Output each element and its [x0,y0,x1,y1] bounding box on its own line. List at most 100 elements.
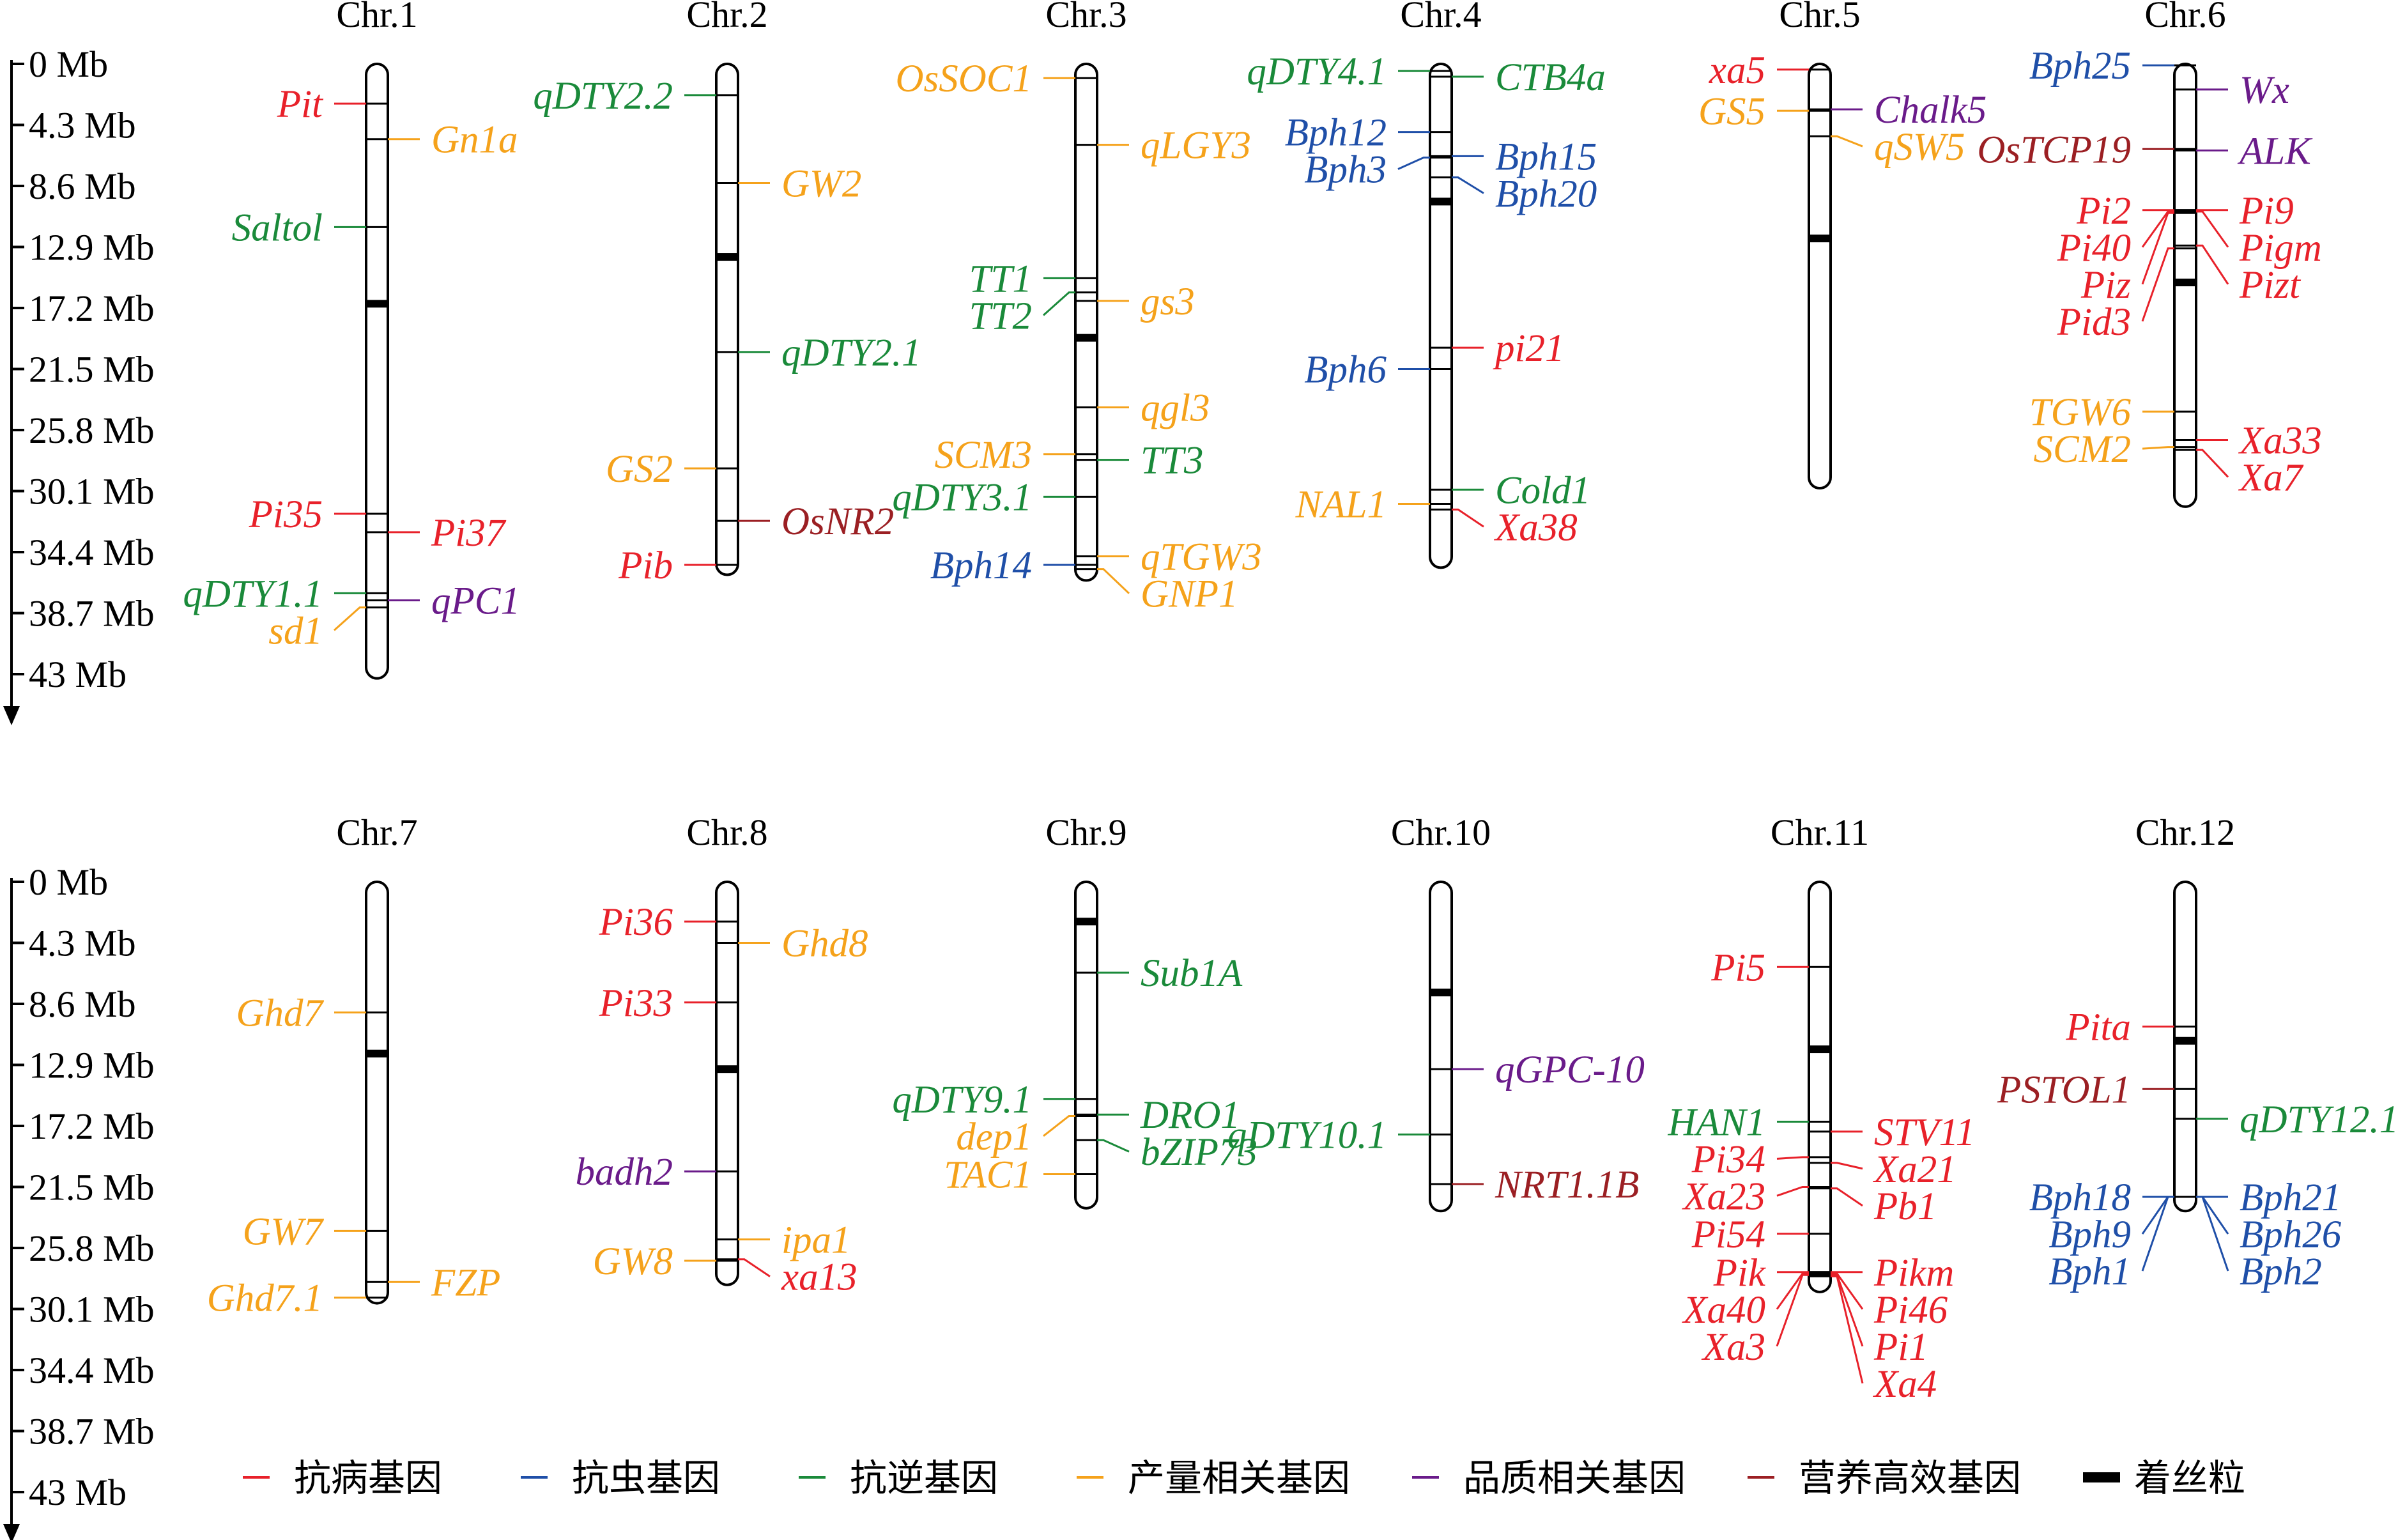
legend: 抗病基因抗虫基因抗逆基因产量相关基因品质相关基因营养高效基因着丝粒 [243,1456,2245,1500]
gene-label: Bph26 [2240,1213,2342,1256]
gene-leader-line [1043,1114,1075,1137]
chromosome-title: Chr.3 [1045,0,1126,35]
gene-label: Bph6 [1304,349,1387,392]
gene-label: gs3 [1141,281,1195,323]
gene-label: xa13 [781,1256,857,1299]
gene-label: Pita [2065,1006,2131,1049]
gene-label: Pb1 [1873,1185,1937,1228]
axis-tick-label: 43 Mb [29,654,127,695]
gene-label: Chalk5 [1874,89,1987,132]
gene-label: OsSOC1 [895,58,1032,100]
gene-label: SCM2 [2034,428,2132,471]
gene-label: Pid3 [2057,301,2131,344]
legend-label: 抗逆基因 [850,1456,998,1500]
gene-label: CTB4a [1495,56,1606,99]
axis-tick-label: 34.4 Mb [29,532,155,573]
gene-label: Pi37 [431,512,507,555]
gene-label: xa5 [1709,49,1765,92]
centromere-mark [2175,1036,2195,1045]
centromere-mark [367,300,387,308]
gene-leader-line [1831,1274,1864,1347]
axis-tick-label: 0 Mb [29,861,108,903]
chromosome-title: Chr.2 [686,0,767,35]
chromosome-title: Chr.4 [1400,0,1481,35]
gene-label: Gn1a [431,119,518,162]
axis-tick-label: 34.4 Mb [29,1350,155,1391]
gene-label: Xa23 [1681,1175,1765,1218]
centromere-mark [1810,235,1830,243]
axis-tick-label: 4.3 Mb [29,105,136,146]
gene-label: Cold1 [1495,469,1590,512]
gene-label: TGW6 [2029,391,2132,434]
centromere-mark [1076,334,1096,342]
axis-tick-label: 21.5 Mb [29,1167,155,1208]
gene-label: TT1 [969,258,1032,300]
chromosome-body [715,63,739,576]
gene-label: GW2 [781,163,861,206]
gene-label: badh2 [576,1151,673,1194]
gene-label: STV11 [1874,1111,1975,1154]
centromere-mark [1431,989,1451,997]
gene-leader-line [2196,1196,2229,1272]
gene-leader-line [2141,1196,2174,1235]
axis-tick-label: 30.1 Mb [29,1289,155,1330]
axis-tick-label: 30.1 Mb [29,471,155,512]
gene-label: qSW5 [1874,126,1965,169]
gene-leader-line [2141,210,2174,248]
axis-arrow-icon [3,1524,20,1540]
gene-label: Xa33 [2238,420,2322,463]
gene-label: qDTY2.1 [781,332,921,374]
chromosome-title: Chr.1 [336,0,417,35]
gene-label: Pi36 [599,901,673,944]
gene-label: Bph18 [2029,1176,2131,1219]
gene-label: Bph12 [1285,112,1387,155]
gene-label: Ghd7 [236,992,324,1035]
gene-label: Bph15 [1495,135,1597,178]
gene-label: Xa38 [1493,506,1578,549]
gene-leader-line [333,606,366,631]
chromosome-title: Chr.6 [2144,0,2225,35]
gene-leader-line [1831,135,1863,148]
gene-label: qPC1 [431,580,520,623]
axis-tick-label: 43 Mb [29,1472,127,1513]
chromosome-body [1429,63,1453,569]
gene-label: Xa40 [1681,1289,1765,1332]
gene-label: Xa4 [1872,1363,1937,1406]
gene-label: GW8 [593,1240,673,1283]
gene-leader-line [1097,568,1130,594]
gene-leader-line [1042,291,1075,316]
gene-label: Sub1A [1141,952,1243,995]
legend-label: 抗病基因 [294,1456,442,1500]
gene-label: Xa3 [1701,1326,1765,1369]
gene-label: Bph21 [2240,1176,2341,1219]
gene-label: Bph14 [930,544,1032,587]
gene-label: qDTY9.1 [892,1079,1032,1121]
gene-label: qDTY4.1 [1247,50,1387,93]
gene-label: Bph20 [1495,173,1597,215]
gene-leader-line [1831,1162,1863,1170]
legend-label: 营养高效基因 [1799,1456,2021,1500]
axis-tick-label: 38.7 Mb [29,593,155,635]
gene-label: Pi9 [2239,190,2294,233]
axis-tick-label: 17.2 Mb [29,288,155,329]
gene-leader-line [2196,1196,2229,1235]
gene-leader-line [2196,244,2229,285]
gene-label: NAL1 [1295,483,1387,526]
gene-leader-line [1831,1275,1864,1384]
gene-leader-line [1397,157,1430,170]
gene-leader-line [2141,247,2174,322]
gene-leader-line [738,1258,771,1277]
gene-label: TT2 [969,295,1032,337]
gene-leader-line [2142,446,2174,450]
